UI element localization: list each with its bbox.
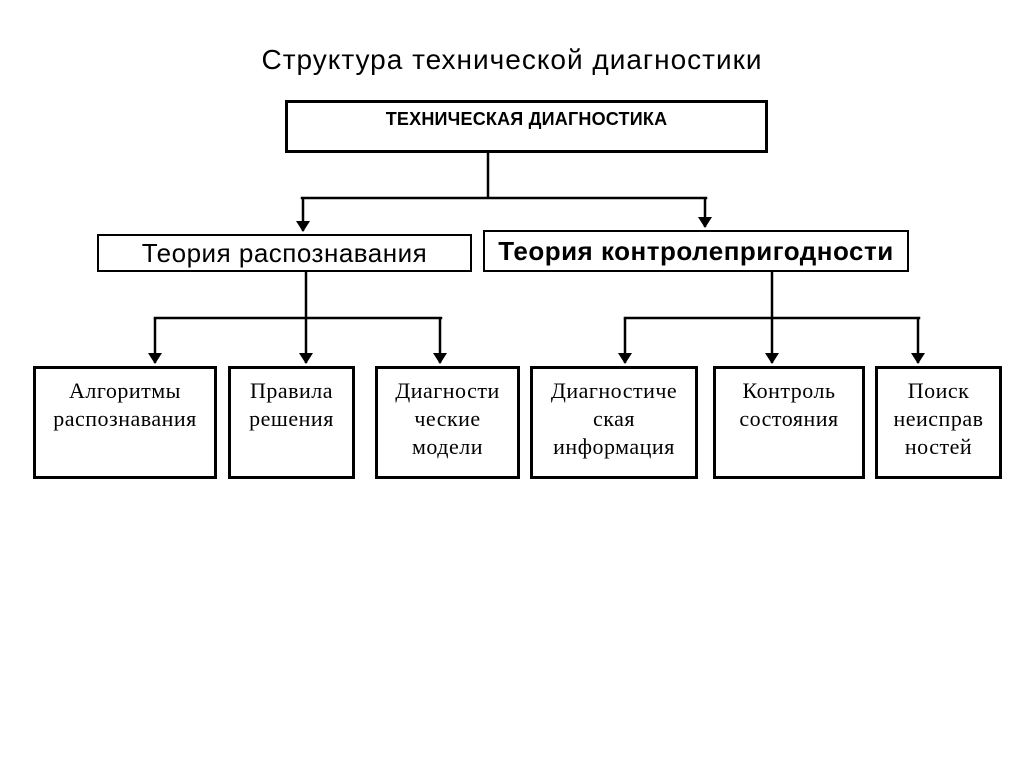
node-label-line: ческие — [414, 406, 481, 431]
node-label-line: Алгоритмы — [69, 378, 181, 403]
node-label-line: неисправ — [893, 406, 984, 431]
node-label-line: Поиск — [907, 378, 970, 403]
node-label-line: ская — [592, 406, 635, 431]
node-label-line: распознавания — [53, 406, 197, 431]
node-label-line: Диагности — [395, 378, 500, 403]
node-testability-theory: Теория контролепригодности — [483, 230, 909, 272]
node-diagnostic-information: Диагностиче ская информация — [530, 366, 698, 479]
page-title: Структура технической диагностики — [261, 44, 763, 75]
node-label-line: ностей — [904, 434, 973, 459]
node-label-line: решения — [249, 406, 334, 431]
node-label: Теория распознавания — [141, 237, 428, 268]
node-technical-diagnostics: ТЕХНИЧЕСКАЯ ДИАГНОСТИКА — [285, 100, 768, 153]
node-label-line: модели — [412, 434, 483, 459]
node-label-line: Диагностиче — [550, 378, 678, 403]
node-label-line: информация — [553, 434, 675, 459]
node-diagnostic-models: Диагности ческие модели — [375, 366, 520, 479]
node-recognition-theory: Теория распознавания — [97, 234, 472, 272]
node-fault-search: Поиск неисправ ностей — [875, 366, 1002, 479]
node-recognition-algorithms: Алгоритмы распознавания — [33, 366, 217, 479]
node-label-line: Контроль — [742, 378, 836, 403]
node-label-line: Правила — [249, 378, 334, 403]
node-state-monitoring: Контроль состояния — [713, 366, 865, 479]
node-label: Теория контролепригодности — [498, 235, 894, 266]
node-label: ТЕХНИЧЕСКАЯ ДИАГНОСТИКА — [385, 109, 668, 129]
node-decision-rules: Правила решения — [228, 366, 355, 479]
node-label-line: состояния — [739, 406, 839, 431]
